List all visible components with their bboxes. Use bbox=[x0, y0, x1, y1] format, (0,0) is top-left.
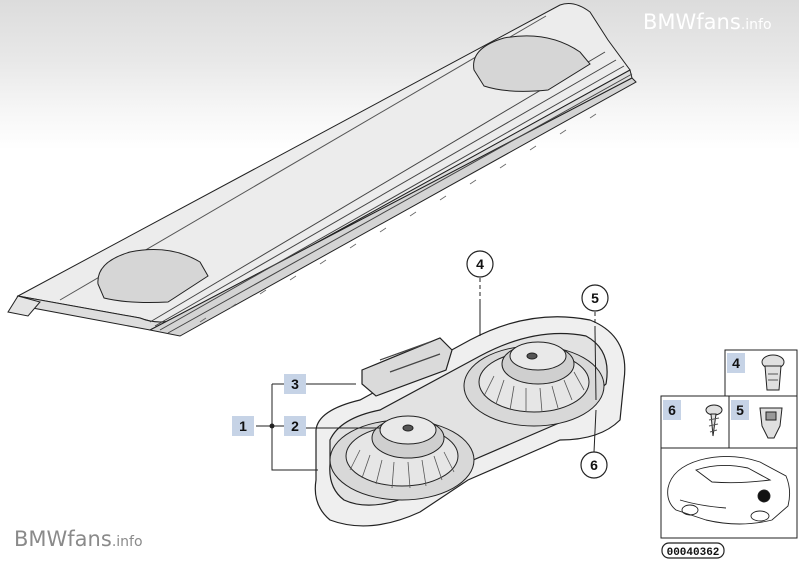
left-speaker bbox=[329, 415, 475, 501]
callout-1: 1 bbox=[232, 416, 254, 436]
right-speaker bbox=[463, 341, 605, 427]
legend-item-5-label: 5 bbox=[736, 402, 744, 418]
watermark-top-brand: BMWfans bbox=[643, 10, 741, 34]
rear-parcel-shelf bbox=[7, 3, 637, 337]
reference-number: 00040362 bbox=[667, 547, 720, 559]
speaker-housing bbox=[314, 316, 626, 527]
watermark-bottom-brand: BMWfans bbox=[14, 527, 112, 551]
callout-4: 4 bbox=[466, 250, 494, 278]
car-location-icon bbox=[667, 456, 791, 525]
callout-5-label: 5 bbox=[591, 290, 599, 306]
parts-legend: 4 6 5 bbox=[660, 349, 798, 559]
callout-6: 6 bbox=[580, 451, 608, 479]
watermark-bottom-suffix: .info bbox=[111, 534, 143, 550]
clip-nut-part bbox=[759, 407, 783, 439]
callout-5: 5 bbox=[581, 284, 609, 312]
legend-item-6-label: 6 bbox=[668, 402, 676, 418]
callout-2-label: 2 bbox=[291, 418, 299, 434]
callout-3-label: 3 bbox=[291, 376, 299, 392]
legend-item-4-label: 4 bbox=[732, 355, 740, 371]
push-clip-part bbox=[761, 354, 785, 391]
callout-2: 2 bbox=[284, 416, 306, 436]
watermark-bottom: BMWfans.info bbox=[14, 527, 143, 551]
callout-1-label: 1 bbox=[239, 418, 247, 434]
watermark-top-suffix: .info bbox=[740, 17, 772, 33]
callout-3: 3 bbox=[284, 374, 306, 394]
callout-4-label: 4 bbox=[476, 256, 484, 272]
callout-6-label: 6 bbox=[590, 457, 598, 473]
screw-part bbox=[705, 404, 723, 437]
watermark-top: BMWfans.info bbox=[643, 10, 772, 34]
junction-dot bbox=[269, 423, 275, 429]
callout-lines bbox=[256, 278, 597, 471]
